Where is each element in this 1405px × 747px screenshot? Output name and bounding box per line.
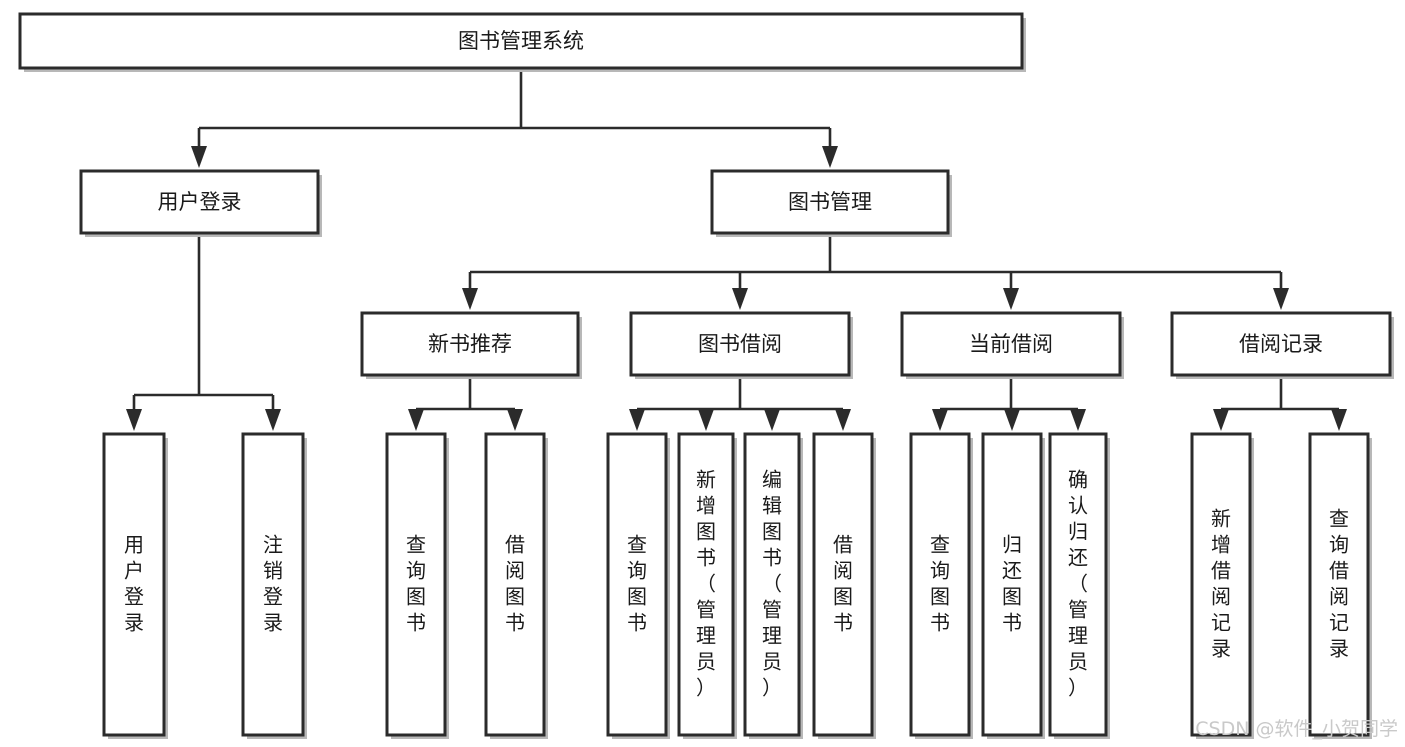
node-box[interactable]	[677, 432, 735, 737]
watermark-text: CSDN @软件_小贺同学	[1195, 718, 1398, 740]
node-box[interactable]	[79, 169, 320, 235]
node-leaf-borrow-book-1[interactable]: 借阅图书	[484, 432, 548, 739]
node-label: 借阅图书	[505, 532, 525, 634]
node-box[interactable]	[743, 432, 801, 737]
node-leaf-edit-book[interactable]: 编辑图书（管理员）	[743, 432, 803, 739]
node-book-borrow[interactable]: 图书借阅	[629, 311, 853, 379]
node-box[interactable]	[1048, 432, 1108, 737]
node-root[interactable]: 图书管理系统	[18, 12, 1026, 72]
arrow-leaf-add-book	[698, 409, 714, 431]
arrow-leaf-query-book-1	[408, 409, 424, 431]
node-layer: 图书管理系统用户登录图书管理新书推荐图书借阅当前借阅借阅记录用户登录注销登录查询…	[18, 12, 1394, 739]
arrow-book-manage	[822, 146, 838, 168]
arrow-leaf-edit-book	[764, 409, 780, 431]
arrow-leaf-query-record	[1331, 409, 1347, 431]
node-current-borrow[interactable]: 当前借阅	[900, 311, 1124, 379]
node-box[interactable]	[385, 432, 447, 737]
node-box[interactable]	[812, 432, 874, 737]
node-leaf-return-book[interactable]: 归还图书	[981, 432, 1045, 739]
arrow-current-borrow	[1003, 288, 1019, 310]
arrow-new-book-rec	[462, 288, 478, 310]
node-label: 新增图书（管理员）	[696, 467, 716, 699]
arrowhead-layer	[126, 146, 1347, 431]
node-label: 查询图书	[406, 532, 426, 634]
node-label: 查询图书	[930, 532, 950, 634]
node-label: 注销登录	[263, 532, 283, 634]
node-label: 图书管理系统	[458, 29, 584, 53]
arrow-leaf-query-book-3	[932, 409, 948, 431]
node-box[interactable]	[102, 432, 166, 737]
node-label: 借阅图书	[833, 532, 853, 634]
node-box[interactable]	[484, 432, 546, 737]
node-label: 借阅记录	[1239, 332, 1323, 356]
node-leaf-query-book-3[interactable]: 查询图书	[909, 432, 973, 739]
node-leaf-borrow-book-2[interactable]: 借阅图书	[812, 432, 876, 739]
arrow-book-borrow	[732, 288, 748, 310]
arrow-leaf-borrow-book-1	[507, 409, 523, 431]
arrow-leaf-borrow-book-2	[835, 409, 851, 431]
arrow-leaf-query-book-2	[629, 409, 645, 431]
node-user-login[interactable]: 用户登录	[79, 169, 322, 237]
node-box[interactable]	[360, 311, 580, 377]
node-borrow-record[interactable]: 借阅记录	[1170, 311, 1394, 379]
node-label: 图书管理	[788, 190, 872, 214]
node-box[interactable]	[241, 432, 305, 737]
node-leaf-query-record[interactable]: 查询借阅记录	[1308, 432, 1372, 739]
node-label: 查询图书	[627, 532, 647, 634]
node-label: 用户登录	[124, 532, 144, 634]
node-label: 新书推荐	[428, 332, 512, 356]
arrow-borrow-record	[1273, 288, 1289, 310]
node-leaf-confirm-return[interactable]: 确认归还（管理员）	[1048, 432, 1110, 739]
node-leaf-query-book-2[interactable]: 查询图书	[606, 432, 670, 739]
node-box[interactable]	[909, 432, 971, 737]
node-box[interactable]	[1190, 432, 1252, 737]
node-leaf-query-book-1[interactable]: 查询图书	[385, 432, 449, 739]
node-label: 用户登录	[158, 190, 242, 214]
node-book-manage[interactable]: 图书管理	[710, 169, 952, 237]
node-box[interactable]	[1308, 432, 1370, 737]
node-box[interactable]	[710, 169, 950, 235]
arrow-leaf-return-book	[1004, 409, 1020, 431]
node-box[interactable]	[981, 432, 1043, 737]
arrow-leaf-add-record	[1213, 409, 1229, 431]
node-box[interactable]	[900, 311, 1122, 377]
arrow-leaf-confirm-return	[1070, 409, 1086, 431]
node-label: 确认归还（管理员）	[1068, 467, 1088, 699]
node-label: 当前借阅	[969, 332, 1053, 356]
node-box[interactable]	[606, 432, 668, 737]
node-label: 图书借阅	[698, 332, 782, 356]
arrow-user-login	[191, 146, 207, 168]
node-label: 编辑图书（管理员）	[762, 467, 782, 699]
node-label: 归还图书	[1002, 532, 1022, 634]
node-leaf-add-book[interactable]: 新增图书（管理员）	[677, 432, 737, 739]
node-box[interactable]	[629, 311, 851, 377]
node-box[interactable]	[1170, 311, 1392, 377]
node-box[interactable]	[18, 12, 1024, 70]
node-leaf-add-record[interactable]: 新增借阅记录	[1190, 432, 1254, 739]
arrow-leaf-user-login	[126, 409, 142, 431]
node-leaf-user-login[interactable]: 用户登录	[102, 432, 168, 739]
node-label: 查询借阅记录	[1329, 506, 1349, 660]
node-new-book-rec[interactable]: 新书推荐	[360, 311, 582, 379]
node-leaf-user-logout[interactable]: 注销登录	[241, 432, 307, 739]
arrow-leaf-user-logout	[265, 409, 281, 431]
node-label: 新增借阅记录	[1211, 506, 1231, 660]
